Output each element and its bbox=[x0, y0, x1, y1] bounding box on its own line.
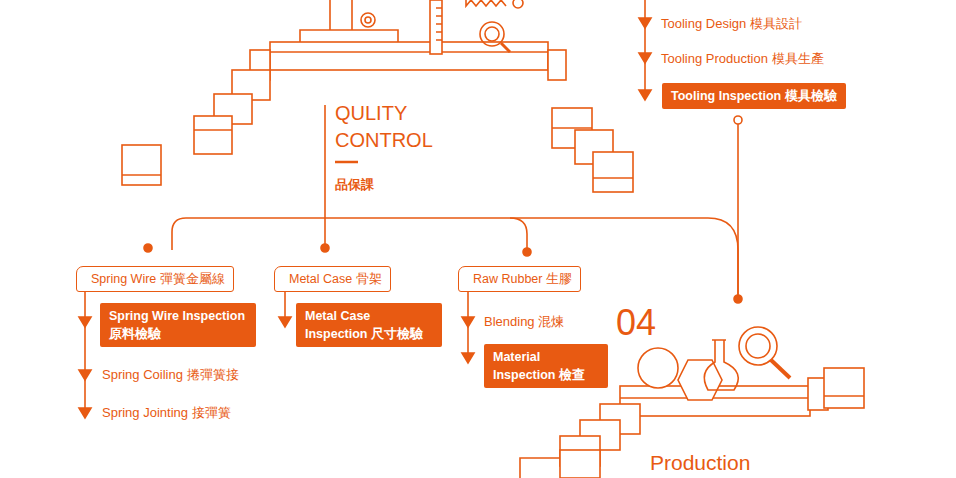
step-label: Blending 混煉 bbox=[484, 313, 564, 331]
illustration-stroke bbox=[194, 129, 232, 131]
illustration-stroke bbox=[436, 8, 442, 40]
section-heading: QULITY CONTROL bbox=[335, 100, 445, 154]
illustration-stroke bbox=[548, 50, 566, 80]
illustration-stroke bbox=[639, 18, 651, 100]
illustration-stroke bbox=[552, 127, 592, 129]
illustration-stroke bbox=[734, 295, 742, 303]
illustration-stroke bbox=[270, 42, 548, 70]
inspection-box: Metal Case Inspection 尺寸檢驗 bbox=[296, 303, 442, 347]
box-text: Spring Wire Inspection 原料檢驗 bbox=[109, 307, 247, 343]
illustration-stroke bbox=[172, 218, 738, 300]
highlight-box: Tooling Inspection 模具檢驗 bbox=[662, 83, 846, 109]
material-box: Metal Case 骨架 bbox=[274, 266, 391, 292]
illustration-stroke bbox=[279, 317, 291, 327]
stairs-right bbox=[552, 108, 633, 192]
step-label: Spring Coiling 捲彈簧接 bbox=[102, 366, 239, 384]
illustration-stroke bbox=[335, 161, 358, 164]
box-text: Material Inspection 檢查 bbox=[493, 348, 599, 384]
illustration-stroke bbox=[84, 292, 86, 412]
illustration-stroke bbox=[485, 27, 499, 41]
step-label: Spring Jointing 接彈簧 bbox=[102, 404, 231, 422]
stairs-left bbox=[122, 50, 270, 185]
illustration-stroke bbox=[365, 17, 371, 23]
illustration-stroke bbox=[510, 218, 527, 250]
list-markers bbox=[79, 0, 651, 418]
box-text: Tooling Inspection 模具檢驗 bbox=[671, 87, 837, 105]
inspection-box: Material Inspection 檢查 bbox=[484, 344, 608, 388]
illustration-stroke bbox=[466, 0, 506, 6]
box-text: Raw Rubber 生膠 bbox=[473, 270, 572, 288]
illustration-stroke bbox=[144, 244, 152, 252]
illustration-stroke bbox=[520, 458, 560, 478]
illustration-stroke bbox=[122, 174, 161, 176]
illustration-stroke bbox=[593, 177, 633, 179]
illustration-stroke bbox=[771, 360, 790, 378]
illustration-stroke bbox=[560, 450, 600, 478]
illustration-stroke bbox=[737, 124, 739, 300]
illustration-stroke bbox=[430, 0, 442, 54]
callout-number: 04 bbox=[616, 302, 656, 344]
illustration-stroke bbox=[79, 317, 91, 418]
box-text: Spring Wire 彈簧金屬線 bbox=[91, 270, 225, 288]
material-box: Raw Rubber 生膠 bbox=[458, 266, 581, 292]
illustration-stroke bbox=[122, 145, 161, 185]
illustration-stroke bbox=[300, 30, 398, 42]
illustration-stroke bbox=[194, 116, 232, 154]
illustration-stroke bbox=[739, 327, 777, 365]
illustration-stroke bbox=[620, 397, 810, 399]
section-heading: Production bbox=[650, 451, 750, 475]
illustration-stroke bbox=[638, 348, 678, 388]
material-box: Spring Wire 彈簧金屬線 bbox=[76, 266, 234, 292]
illustration-stroke bbox=[330, 0, 352, 30]
box-text: Metal Case Inspection 尺寸檢驗 bbox=[305, 307, 433, 343]
illustration-stroke bbox=[513, 0, 523, 8]
illustration-stroke bbox=[824, 395, 864, 397]
illustration-stroke bbox=[644, 0, 646, 95]
illustration-stroke bbox=[746, 334, 770, 358]
box-text: Metal Case 骨架 bbox=[289, 270, 382, 288]
illustration-stroke bbox=[480, 22, 504, 46]
illustration-stroke bbox=[523, 248, 531, 256]
section-subheading: 品保課 bbox=[335, 176, 374, 194]
illustration-stroke bbox=[734, 116, 742, 124]
illustration-stroke bbox=[270, 51, 548, 53]
step-label: Tooling Design 模具設計 bbox=[661, 15, 802, 33]
illustration-stroke bbox=[462, 317, 474, 363]
inspection-box: Spring Wire Inspection 原料檢驗 bbox=[100, 303, 256, 347]
illustration-stroke bbox=[321, 244, 329, 252]
illustration-stroke bbox=[704, 340, 738, 390]
step-label: Tooling Production 模具生產 bbox=[661, 50, 824, 68]
illustration-stroke bbox=[361, 13, 375, 27]
illustration-stroke bbox=[593, 152, 633, 192]
illustration-stroke bbox=[324, 105, 326, 248]
illustration-stroke bbox=[678, 360, 722, 400]
illustration-stroke bbox=[501, 43, 510, 52]
qc-machine bbox=[270, 0, 566, 80]
illustration-stroke bbox=[824, 368, 864, 408]
